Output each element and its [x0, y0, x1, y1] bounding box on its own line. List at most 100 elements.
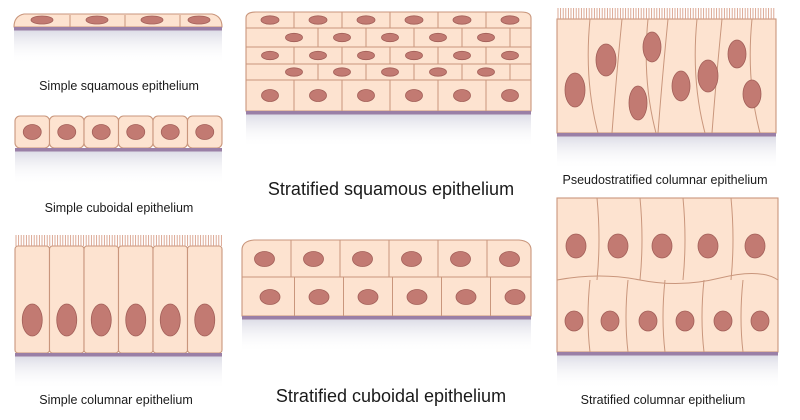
nucleus [405, 89, 423, 102]
basement-membrane [557, 133, 776, 137]
tissue-block [241, 239, 532, 317]
tissue-shadow [15, 356, 222, 390]
nucleus [564, 72, 586, 108]
nucleus [450, 251, 471, 267]
cell [14, 245, 51, 354]
nucleus [600, 310, 620, 332]
nucleus [56, 303, 78, 337]
nucleus [30, 15, 54, 25]
nucleus [565, 233, 587, 259]
nucleus [90, 303, 112, 337]
cell [83, 245, 120, 354]
simple-squamous-illustration [13, 13, 223, 64]
nucleus [285, 32, 303, 43]
nucleus [697, 59, 719, 93]
cell-borders [246, 12, 531, 111]
label-simple-squamous: Simple squamous epithelium [39, 79, 199, 93]
nucleus [357, 50, 375, 61]
nucleus [628, 85, 648, 121]
tissue-shadow [557, 136, 776, 170]
nucleus [356, 15, 376, 25]
cell [152, 245, 189, 354]
nucleus [401, 251, 422, 267]
pseudostratified-columnar-illustration [556, 8, 777, 170]
nucleus [159, 303, 181, 337]
nucleus [564, 310, 584, 332]
nucleus [85, 15, 109, 25]
cell [48, 245, 85, 354]
nucleus [357, 89, 375, 102]
label-pseudostratified-columnar: Pseudostratified columnar epithelium [562, 173, 768, 187]
cell-borders [587, 18, 761, 134]
cilia [557, 8, 775, 19]
nucleus [21, 303, 43, 337]
nucleus [308, 15, 328, 25]
nucleus [453, 89, 471, 102]
basement-membrane [246, 111, 531, 115]
basement-membrane [15, 148, 222, 152]
nucleus [333, 32, 351, 43]
nucleus [352, 251, 373, 267]
nucleus [261, 50, 279, 61]
basement-membrane [242, 316, 531, 320]
nucleus [57, 124, 77, 140]
nucleus [125, 303, 147, 337]
nucleus [455, 289, 477, 305]
nucleus [607, 233, 629, 259]
nucleus [504, 289, 526, 305]
tissue-shadow [14, 30, 222, 64]
cell-layer [13, 13, 223, 28]
nucleus [404, 15, 424, 25]
nucleus [713, 310, 733, 332]
label-stratified-columnar: Stratified columnar epithelium [580, 393, 746, 407]
stratified-squamous-illustration [245, 11, 532, 148]
nucleus [477, 32, 495, 43]
tissue-shadow [557, 355, 778, 389]
label-stratified-squamous: Stratified squamous epithelium [267, 179, 515, 199]
simple-cuboidal-illustration [14, 115, 223, 185]
cilia [15, 235, 222, 246]
nucleus [452, 15, 472, 25]
nucleus [160, 124, 180, 140]
basement-membrane [15, 353, 222, 357]
cell-borders [242, 240, 531, 316]
nucleus [405, 50, 423, 61]
stratified-columnar-illustration [556, 197, 779, 389]
nucleus [697, 233, 719, 259]
nucleus [501, 89, 519, 102]
label-simple-cuboidal: Simple cuboidal epithelium [44, 201, 194, 215]
stratified-cuboidal-illustration [241, 239, 532, 353]
nucleus [194, 303, 216, 337]
tissue-shadow [246, 114, 531, 148]
nucleus [303, 251, 324, 267]
nucleus [477, 67, 495, 77]
nucleus [595, 43, 617, 77]
nucleus [742, 79, 762, 109]
nucleus [744, 233, 766, 259]
nucleus [381, 32, 399, 43]
nucleus [727, 39, 747, 69]
tissue-shadow [242, 319, 531, 353]
nucleus [140, 15, 164, 25]
cell-borders [69, 15, 181, 27]
nucleus [638, 310, 658, 332]
nucleus [261, 89, 279, 102]
cell [186, 245, 223, 354]
nucleus [285, 67, 303, 77]
nucleus [406, 289, 428, 305]
basement-membrane [557, 352, 778, 356]
nucleus [309, 50, 327, 61]
label-stratified-cuboidal: Stratified cuboidal epithelium [275, 386, 507, 406]
nucleus [187, 15, 211, 25]
nucleus [91, 124, 111, 140]
basement-membrane [14, 27, 222, 31]
nucleus [309, 89, 327, 102]
nucleus [357, 289, 379, 305]
nucleus [453, 50, 471, 61]
nucleus [499, 251, 520, 267]
label-simple-columnar: Simple columnar epithelium [39, 393, 193, 407]
nucleus [429, 32, 447, 43]
nucleus [195, 124, 215, 140]
nucleus [675, 310, 695, 332]
